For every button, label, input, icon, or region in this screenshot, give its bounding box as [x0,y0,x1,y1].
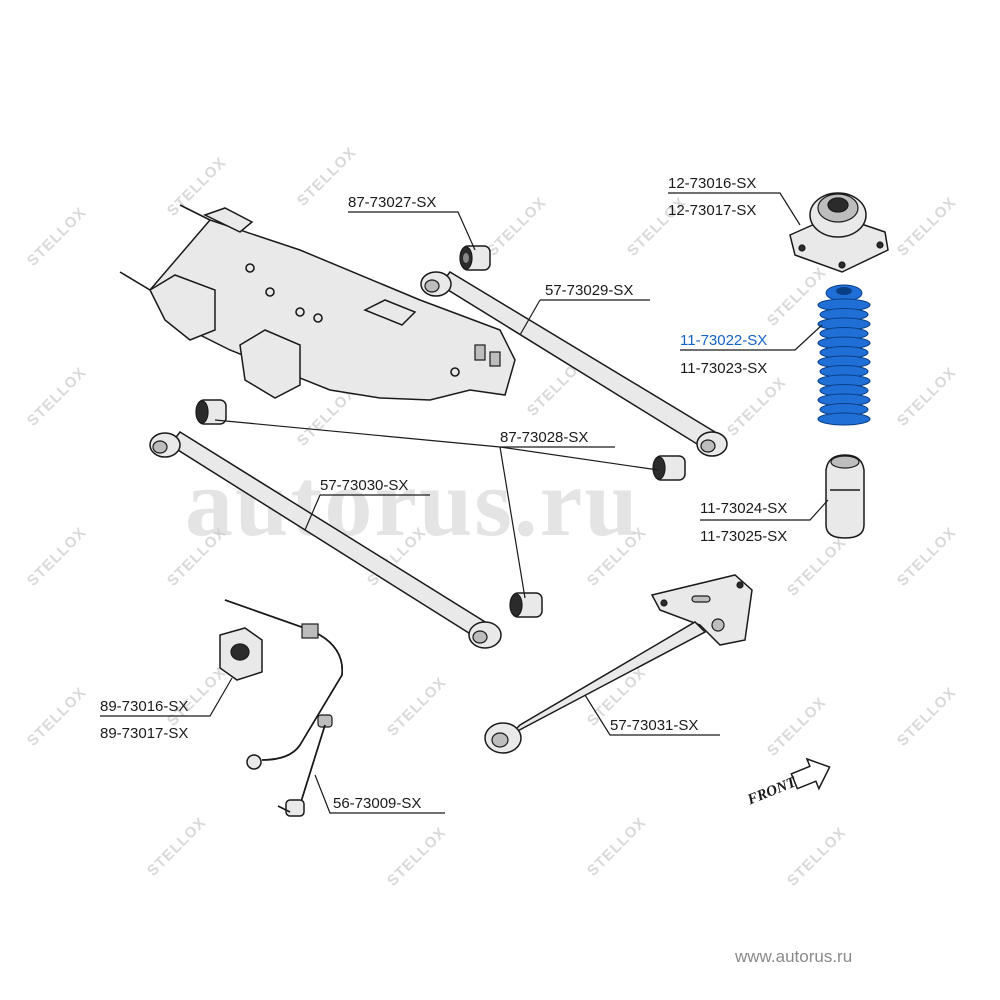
bump-stop [825,454,865,539]
label-11-73024[interactable]: 11-73024-SX [700,500,787,517]
bushing-87-73028-b [652,455,686,481]
label-57-73029[interactable]: 57-73029-SX [545,282,633,299]
svg-text:STELLOX: STELLOX [24,364,90,430]
lower-control-arm [149,431,502,649]
svg-text:STELLOX: STELLOX [24,684,90,750]
bushing-87-73028-c [509,592,543,618]
svg-text:STELLOX: STELLOX [144,814,210,880]
stabilizer-bar [224,599,343,770]
upper-control-arm [420,271,728,457]
svg-text:STELLOX: STELLOX [24,524,90,590]
label-11-73023[interactable]: 11-73023-SX [680,360,767,377]
svg-text:STELLOX: STELLOX [784,824,850,890]
site-url[interactable]: www.autorus.ru [734,947,852,966]
label-12-73017[interactable]: 12-73017-SX [668,202,756,219]
dust-boot [817,284,871,426]
svg-text:STELLOX: STELLOX [894,684,960,750]
svg-text:STELLOX: STELLOX [384,674,450,740]
subframe [119,204,516,401]
svg-text:STELLOX: STELLOX [784,534,850,600]
svg-text:STELLOX: STELLOX [764,694,830,760]
stabilizer-bushing [219,627,263,681]
svg-text:STELLOX: STELLOX [764,264,830,330]
label-89-73017[interactable]: 89-73017-SX [100,725,188,742]
label-87-73027[interactable]: 87-73027-SX [348,194,436,211]
label-11-73022[interactable]: 11-73022-SX [680,332,767,349]
svg-text:STELLOX: STELLOX [894,364,960,430]
part-labels: 87-73027-SX 12-73016-SX 12-73017-SX 57-7… [100,175,787,812]
svg-text:STELLOX: STELLOX [384,824,450,890]
label-89-73016[interactable]: 89-73016-SX [100,698,188,715]
svg-text:STELLOX: STELLOX [24,204,90,270]
rear-lateral-arm [484,574,753,754]
label-57-73031[interactable]: 57-73031-SX [610,717,698,734]
svg-text:STELLOX: STELLOX [894,524,960,590]
stabilizer-link [277,714,333,817]
svg-text:STELLOX: STELLOX [894,194,960,260]
svg-text:STELLOX: STELLOX [484,194,550,260]
site-watermark-big: autorus.ru [185,449,640,556]
bushing-87-73027 [459,245,491,271]
label-56-73009[interactable]: 56-73009-SX [333,795,421,812]
svg-text:STELLOX: STELLOX [584,814,650,880]
front-direction-arrow: FRONT [744,757,831,809]
strut-top-mount [789,192,889,273]
bushing-87-73028-a [195,399,227,425]
svg-text:STELLOX: STELLOX [724,374,790,440]
leader-lines [100,192,829,814]
front-label: FRONT [744,774,799,809]
label-11-73025[interactable]: 11-73025-SX [700,528,787,545]
label-87-73028[interactable]: 87-73028-SX [500,429,588,446]
label-57-73030[interactable]: 57-73030-SX [320,477,408,494]
label-12-73016[interactable]: 12-73016-SX [668,175,756,192]
svg-text:STELLOX: STELLOX [164,664,230,730]
